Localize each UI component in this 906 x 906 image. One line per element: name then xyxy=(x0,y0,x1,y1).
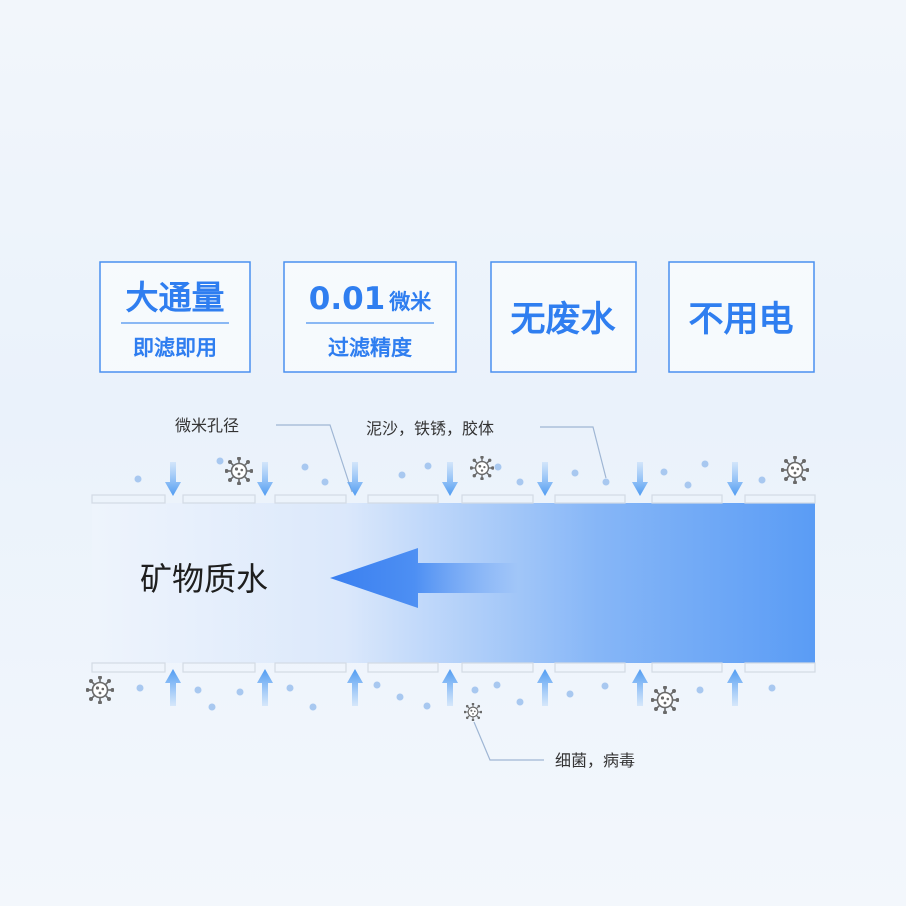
pore-leader-line xyxy=(276,424,353,493)
down-arrow-icon xyxy=(442,462,458,496)
membrane-cells-top xyxy=(91,494,816,504)
down-arrow-icon xyxy=(257,462,273,496)
feature-box xyxy=(490,261,637,373)
feature-box xyxy=(283,261,457,373)
up-arrow-icon xyxy=(727,669,743,706)
up-arrow-icon xyxy=(257,669,273,706)
bacteria-icon xyxy=(86,676,114,704)
impurity-dots xyxy=(134,457,776,711)
up-arrow-icon xyxy=(347,669,363,706)
flow-arrow-icon xyxy=(330,548,518,608)
bacteria-icon xyxy=(470,456,494,480)
membrane-cells-bottom xyxy=(91,662,816,673)
feature-title: 无废水 xyxy=(510,300,616,340)
feature-subtitle: 过滤精度 xyxy=(328,336,412,360)
up-arrow-icon xyxy=(632,669,648,706)
bacteria-icon xyxy=(781,456,809,484)
down-arrow-icon xyxy=(727,462,743,496)
feature-title: 不用电 xyxy=(688,300,793,340)
up-arrow-icon xyxy=(442,669,458,706)
up-arrow-icon xyxy=(165,669,181,706)
output-label: 矿物质水 xyxy=(140,560,268,598)
feature-no-power: 不用电 xyxy=(668,261,815,373)
down-arrow-icon xyxy=(165,462,181,496)
feature-no-waste: 无废水 xyxy=(490,261,637,373)
precision-unit: 微米 xyxy=(388,290,432,314)
down-arrow-icon xyxy=(537,462,553,496)
feature-title: 大通量 xyxy=(126,278,225,317)
sediment-label: 泥沙，铁锈，胶体 xyxy=(366,419,494,438)
feature-subtitle: 即滤即用 xyxy=(133,336,217,360)
feature-large-flow: 大通量 即滤即用 xyxy=(99,261,251,373)
bacteria-icon xyxy=(225,457,253,485)
bacteria-icon xyxy=(651,686,679,714)
inflow-arrows-bottom xyxy=(165,669,743,706)
virus-icon xyxy=(464,703,482,721)
sediment-leader-line xyxy=(540,426,607,479)
down-arrow-icon xyxy=(632,462,648,496)
feature-box xyxy=(99,261,251,373)
pore-label: 微米孔径 xyxy=(175,416,239,435)
feature-box xyxy=(668,261,815,373)
up-arrow-icon xyxy=(537,669,553,706)
down-arrow-icon xyxy=(347,462,363,496)
bacteria-label: 细菌，病毒 xyxy=(555,751,635,770)
precision-value: 0.01 xyxy=(309,281,386,317)
bacteria-leader-line xyxy=(473,721,544,761)
inflow-arrows-top xyxy=(165,462,743,496)
